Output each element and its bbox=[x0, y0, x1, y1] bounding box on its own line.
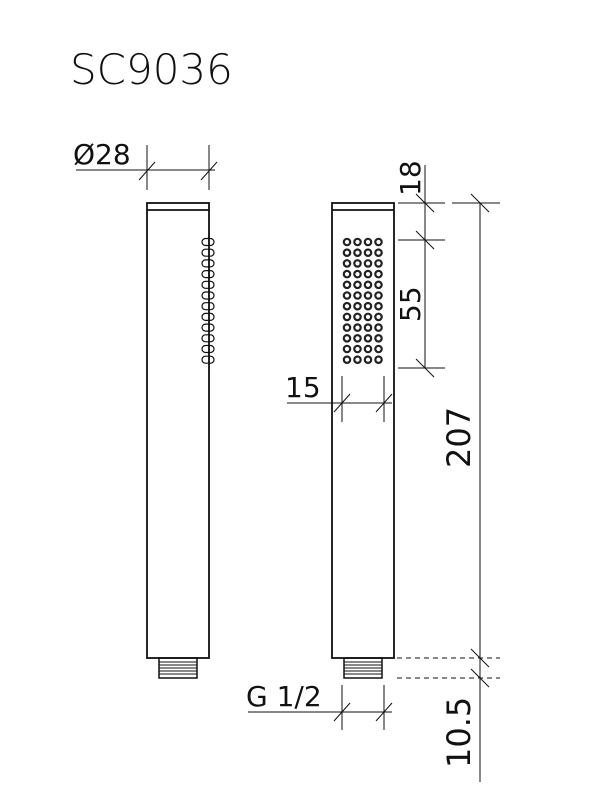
nozzle-bump bbox=[201, 355, 215, 364]
spray-hole bbox=[342, 355, 352, 365]
spray-hole bbox=[342, 333, 352, 343]
spray-width-dimension bbox=[287, 376, 393, 422]
spray-hole bbox=[353, 269, 362, 279]
spray-hole bbox=[353, 259, 362, 268]
nozzle-bump bbox=[201, 302, 215, 311]
spray-hole bbox=[363, 301, 373, 311]
spray-hole bbox=[353, 280, 362, 290]
nozzle-bump bbox=[201, 280, 215, 289]
nozzle-bump bbox=[201, 270, 215, 279]
spray-hole bbox=[342, 291, 352, 300]
spray-hole bbox=[374, 344, 383, 354]
spray-hole bbox=[374, 312, 383, 322]
nozzle-bump bbox=[201, 344, 215, 354]
nozzle-profile bbox=[201, 235, 215, 370]
spray-hole bbox=[353, 323, 362, 332]
nozzle-bump bbox=[201, 248, 215, 257]
spray-hole bbox=[363, 269, 373, 279]
spray-hole bbox=[374, 333, 383, 343]
thread-size-label: G 1/2 bbox=[246, 680, 322, 713]
diameter-dimension bbox=[76, 145, 218, 190]
spray-hole bbox=[363, 333, 373, 343]
spray-hole bbox=[363, 344, 373, 354]
spray-hole-grid bbox=[342, 237, 383, 365]
spray-hole bbox=[353, 333, 362, 343]
spray-hole bbox=[363, 248, 373, 258]
spray-hole bbox=[363, 323, 373, 332]
cap-and-spray-dimension bbox=[398, 165, 445, 378]
nozzle-bump bbox=[201, 323, 215, 332]
spray-hole bbox=[353, 301, 362, 311]
spray-hole bbox=[342, 312, 352, 322]
spray-hole bbox=[353, 344, 362, 354]
spray-hole bbox=[374, 259, 383, 268]
overall-length-dimension bbox=[397, 193, 500, 782]
spray-hole bbox=[363, 280, 373, 290]
nozzle-bump bbox=[201, 334, 215, 343]
nozzle-bump bbox=[201, 259, 215, 268]
spray-hole bbox=[342, 323, 352, 332]
spray-hole bbox=[342, 280, 352, 290]
nozzle-bump bbox=[201, 237, 215, 247]
spray-hole bbox=[342, 237, 352, 247]
spray-hole bbox=[353, 355, 362, 365]
nozzle-bump bbox=[201, 291, 215, 300]
spray-hole bbox=[374, 301, 383, 311]
diameter-label: Ø28 bbox=[73, 138, 131, 171]
spray-hole bbox=[353, 248, 362, 258]
nozzle-bump bbox=[201, 312, 215, 321]
spray-width-label: 15 bbox=[285, 371, 321, 404]
spray-hole bbox=[374, 269, 383, 279]
spray-hole bbox=[374, 323, 383, 332]
spray-hole bbox=[374, 280, 383, 290]
spray-hole bbox=[374, 291, 383, 300]
spray-hole bbox=[353, 291, 362, 300]
spray-hole bbox=[342, 269, 352, 279]
spray-hole bbox=[342, 344, 352, 354]
spray-hole bbox=[363, 312, 373, 322]
model-title: SC9036 bbox=[70, 45, 233, 94]
thread-lines bbox=[159, 661, 197, 675]
spray-hole bbox=[374, 355, 383, 365]
spray-hole bbox=[342, 259, 352, 268]
thread-size-dimension bbox=[248, 685, 393, 730]
thread-length-label: 10.5 bbox=[440, 697, 478, 768]
overall-length-label: 207 bbox=[440, 407, 478, 468]
spray-hole bbox=[363, 355, 373, 365]
spray-hole bbox=[353, 312, 362, 322]
side-view bbox=[146, 202, 210, 679]
spray-hole bbox=[342, 248, 352, 258]
spray-hole bbox=[374, 248, 383, 258]
spray-height-label: 55 bbox=[394, 286, 427, 322]
front-view bbox=[331, 202, 395, 679]
spray-hole bbox=[353, 237, 362, 247]
spray-hole bbox=[363, 291, 373, 300]
spray-hole bbox=[342, 301, 352, 311]
cap-height-label: 18 bbox=[394, 160, 427, 196]
spray-hole bbox=[363, 259, 373, 268]
spray-hole bbox=[374, 237, 383, 247]
spray-hole bbox=[363, 237, 373, 247]
